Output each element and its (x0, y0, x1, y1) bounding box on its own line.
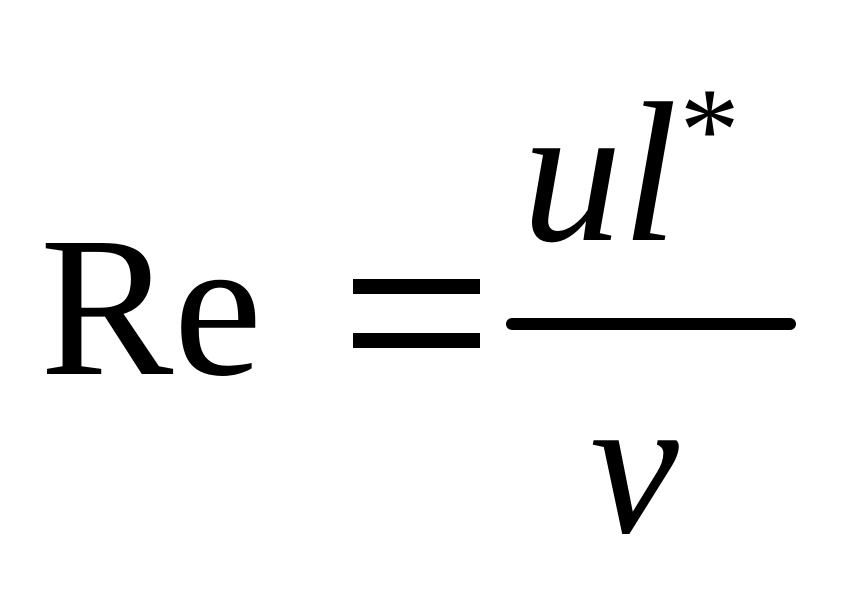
equals-sign-top-bar (353, 279, 480, 294)
numerator-superscript: * (679, 63, 740, 196)
fraction-numerator: ul* (522, 70, 740, 274)
equals-sign-bottom-bar (353, 333, 480, 348)
numerator-base: ul (522, 63, 678, 284)
fraction-denominator: ν (590, 355, 679, 576)
fraction-bar (506, 318, 796, 330)
reynolds-number-symbol: Re (40, 197, 263, 418)
